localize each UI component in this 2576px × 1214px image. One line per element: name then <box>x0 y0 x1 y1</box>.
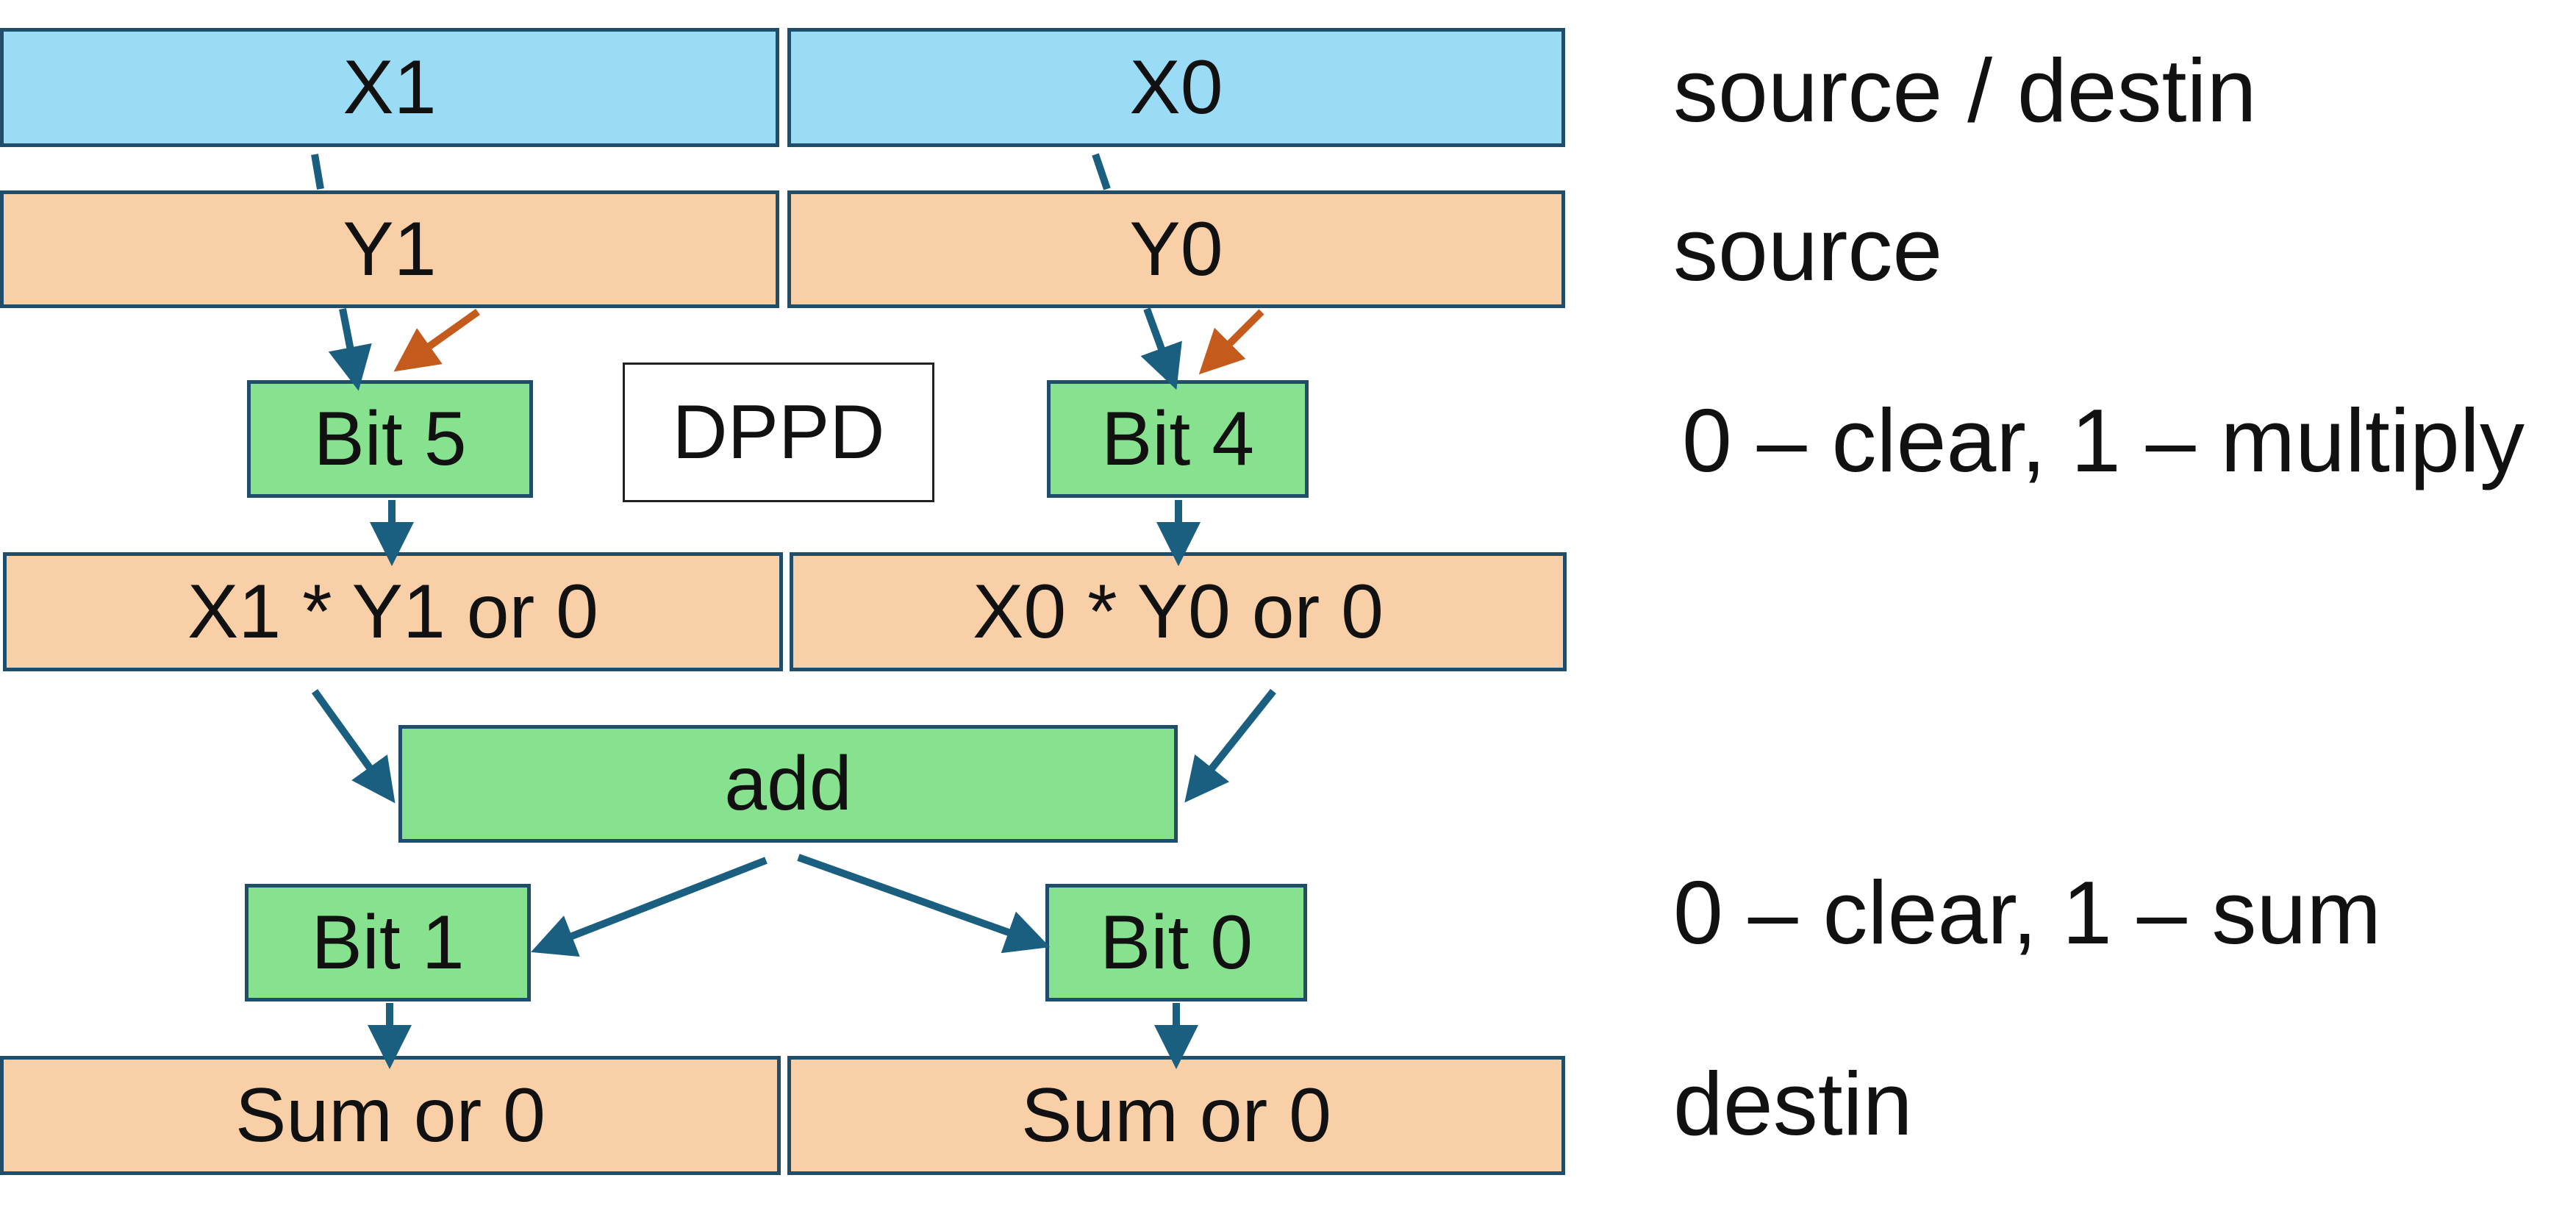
mask-bit-1-label: Bit 1 <box>311 900 465 985</box>
register-y0: Y0 <box>787 190 1565 308</box>
register-x1-label: X1 <box>343 45 437 130</box>
register-y0-label: Y0 <box>1129 207 1223 292</box>
arrow-add-to-bit0 <box>797 854 1051 954</box>
note-destin: destin <box>1673 1054 1913 1154</box>
instruction-label-box: DPPD <box>623 363 934 502</box>
product-low-label: X0 * Y0 or 0 <box>973 569 1384 654</box>
arrow-product-high-to-add <box>311 689 396 804</box>
arrow-add-to-bit1 <box>531 857 768 957</box>
line-x1-to-y1 <box>311 154 324 190</box>
note-mask-sum: 0 – clear, 1 – sum <box>1673 863 2381 963</box>
register-y1-label: Y1 <box>343 207 437 292</box>
product-high: X1 * Y1 or 0 <box>3 552 783 671</box>
register-y1: Y1 <box>0 190 779 308</box>
mask-bit-5-label: Bit 5 <box>313 396 467 482</box>
note-source: source <box>1673 199 1943 299</box>
dest-high-label: Sum or 0 <box>235 1073 545 1158</box>
dest-high: Sum or 0 <box>0 1056 781 1175</box>
dest-low: Sum or 0 <box>787 1056 1565 1175</box>
arrow-y0-to-bit4 <box>1140 307 1182 390</box>
product-low: X0 * Y0 or 0 <box>790 552 1567 671</box>
arrow-x0-to-bit4 <box>1198 309 1264 375</box>
register-x0-label: X0 <box>1129 45 1223 130</box>
mask-bit-1: Bit 1 <box>245 884 531 1001</box>
arrow-x1-to-bit5 <box>393 308 480 372</box>
mask-bit-4: Bit 4 <box>1047 380 1309 498</box>
note-source-destin: source / destin <box>1673 40 2257 140</box>
product-high-label: X1 * Y1 or 0 <box>187 569 598 654</box>
register-x1: X1 <box>0 28 779 147</box>
mask-bit-5: Bit 5 <box>247 380 533 498</box>
adder-label: add <box>724 741 852 826</box>
note-mask-multiply: 0 – clear, 1 – multiply <box>1682 390 2525 490</box>
instruction-name: DPPD <box>672 390 885 475</box>
adder: add <box>398 725 1178 843</box>
arrow-y1-to-bit5 <box>328 308 372 391</box>
mask-bit-4-label: Bit 4 <box>1101 396 1255 482</box>
line-x0-to-y0 <box>1092 153 1111 190</box>
arrow-product-low-to-add <box>1184 688 1276 803</box>
dest-low-label: Sum or 0 <box>1021 1073 1331 1158</box>
register-x0: X0 <box>787 28 1565 147</box>
mask-bit-0-label: Bit 0 <box>1099 900 1253 985</box>
mask-bit-0: Bit 0 <box>1045 884 1307 1001</box>
